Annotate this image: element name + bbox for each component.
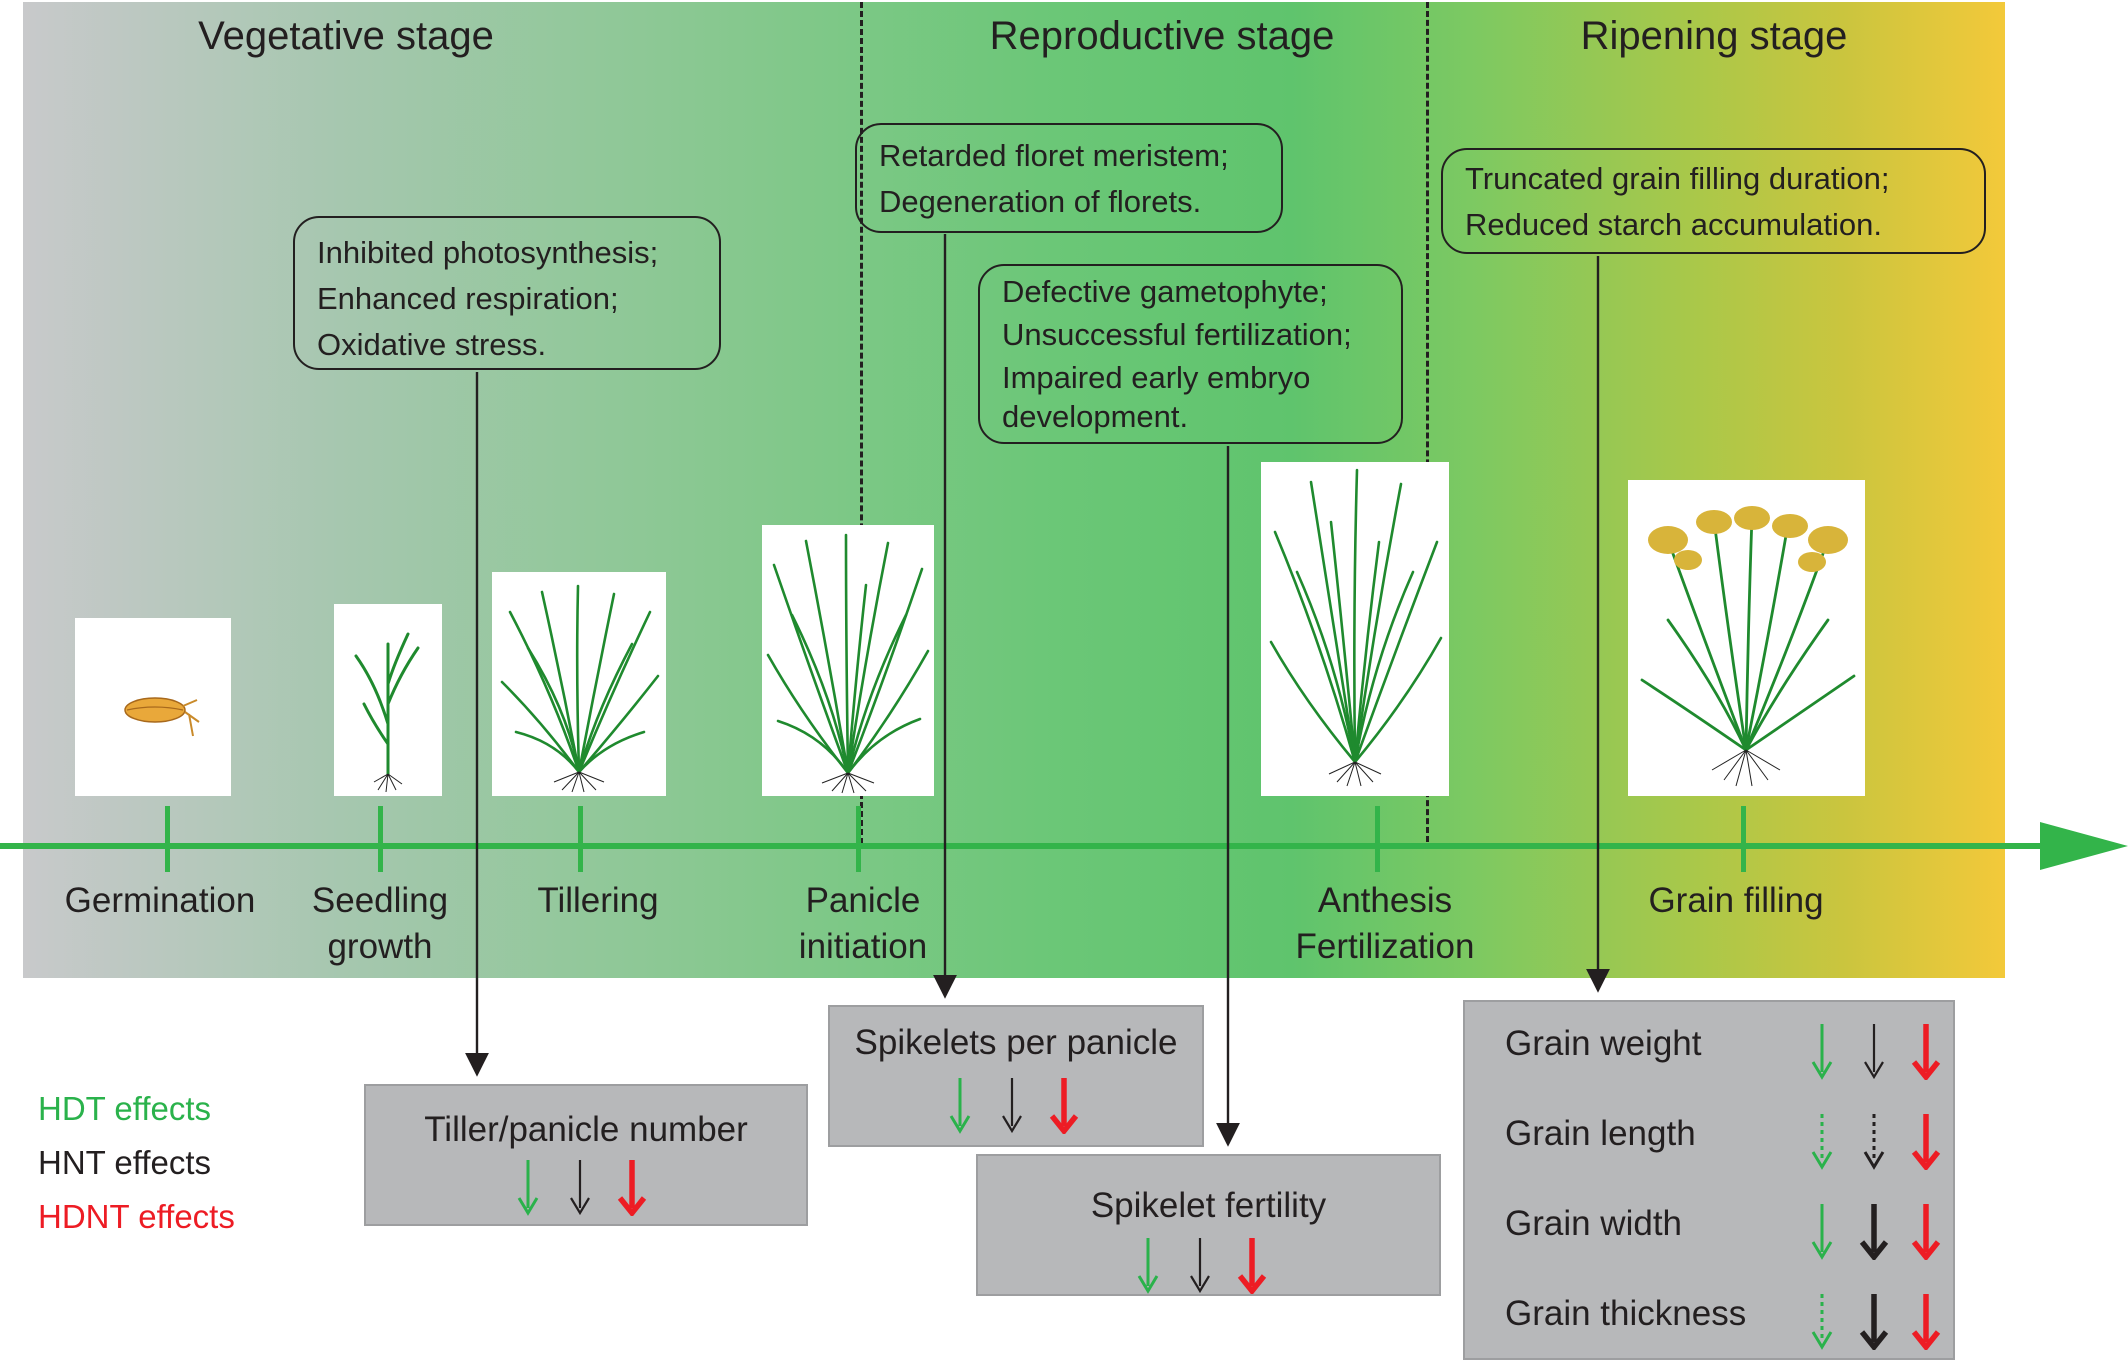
hnt-down-arrow-icon xyxy=(1859,1204,1889,1260)
reproductive-ripening-divider xyxy=(1426,2,1429,842)
tillering-tick xyxy=(578,806,583,872)
legend-hnt-label: HNT effects xyxy=(38,1144,212,1181)
legend-hdnt: HDNT effects xyxy=(38,1198,235,1236)
hnt-down-arrow-icon xyxy=(1190,1238,1210,1294)
hdnt-down-arrow-icon xyxy=(1911,1024,1941,1080)
effect-line: Inhibited photosynthesis; xyxy=(317,235,659,270)
hdt-down-arrow-icon xyxy=(1811,1294,1833,1350)
stage-label-line: Anthesis xyxy=(1317,881,1453,920)
anthesis-tick xyxy=(1375,806,1380,872)
seedling-image xyxy=(334,604,442,796)
tiller-effect-arrows xyxy=(513,1158,647,1216)
hdt-down-arrow-icon xyxy=(1811,1204,1833,1260)
stage-label-anthesis: Anthesis Fertilization xyxy=(1296,878,1475,970)
hdt-down-arrow-icon xyxy=(1137,1238,1159,1294)
gametophyte-effects-box: Defective gametophyte; Unsuccessful fert… xyxy=(978,264,1403,444)
stage-label-line: Fertilization xyxy=(1295,927,1475,966)
effect-line: Degeneration of florets. xyxy=(879,184,1202,219)
vegetative-effects-box: Inhibited photosynthesis; Enhanced respi… xyxy=(293,216,721,370)
grain-width-label: Grain width xyxy=(1505,1204,1683,1243)
effect-line: Oxidative stress. xyxy=(317,327,547,362)
anthesis-plant-image xyxy=(1261,462,1449,796)
effect-line: Retarded floret meristem; xyxy=(879,138,1229,173)
hdnt-down-arrow-icon xyxy=(1911,1114,1941,1170)
legend-hdt: HDT effects xyxy=(38,1090,211,1128)
grain-weight-effect-arrows xyxy=(1807,1022,1941,1080)
effect-line: Impaired early embryo xyxy=(1002,360,1311,395)
grain-width-effect-arrows xyxy=(1807,1202,1941,1260)
grain-thickness-label: Grain thickness xyxy=(1505,1294,1747,1333)
spikelets-effect-arrows xyxy=(945,1076,1079,1134)
tillering-plant-image xyxy=(492,572,666,796)
hdt-down-arrow-icon xyxy=(949,1078,971,1134)
grain-length-effect-arrows xyxy=(1807,1112,1941,1170)
hnt-down-arrow-icon xyxy=(1864,1024,1884,1080)
stage-label-line: Germination xyxy=(64,881,256,920)
effect-line: development. xyxy=(1002,399,1189,434)
seedling-tick xyxy=(378,806,383,872)
stage-label-line: Panicle xyxy=(805,881,921,920)
hdt-down-arrow-icon xyxy=(1811,1114,1833,1170)
spikelets-result-title: Spikelets per panicle xyxy=(854,1023,1178,1062)
vegetative-stage-title: Vegetative stage xyxy=(198,14,494,58)
effect-line: Reduced starch accumulation. xyxy=(1465,207,1883,242)
fertility-result-title: Spikelet fertility xyxy=(1090,1186,1327,1225)
hdnt-down-arrow-icon xyxy=(617,1160,647,1216)
stage-label-germination: Germination xyxy=(65,878,256,924)
hdnt-down-arrow-icon xyxy=(1049,1078,1079,1134)
timeline-arrowhead xyxy=(2040,822,2128,870)
effect-line: Defective gametophyte; xyxy=(1002,274,1328,309)
grain-weight-label: Grain weight xyxy=(1505,1024,1702,1063)
hdt-down-arrow-icon xyxy=(517,1160,539,1216)
stage-label-line: Grain filling xyxy=(1648,881,1824,920)
effect-line: Unsuccessful fertilization; xyxy=(1002,317,1352,352)
panicle-initiation-tick xyxy=(856,806,861,872)
hdnt-down-arrow-icon xyxy=(1911,1294,1941,1350)
stage-label-grain-filling: Grain filling xyxy=(1648,878,1823,924)
grain-filling-effects-box: Truncated grain filling duration; Reduce… xyxy=(1441,148,1986,254)
legend-hnt: HNT effects xyxy=(38,1144,211,1182)
hdt-down-arrow-icon xyxy=(1811,1024,1833,1080)
vegetative-reproductive-divider xyxy=(860,2,863,844)
hnt-down-arrow-icon xyxy=(1859,1294,1889,1350)
fertility-effect-arrows xyxy=(1133,1236,1267,1294)
grain-filling-plant-image xyxy=(1628,480,1865,796)
stage-label-line: Tillering xyxy=(537,881,659,920)
stage-label-seedling: Seedling growth xyxy=(312,878,448,970)
stage-label-tillering: Tillering xyxy=(537,878,658,924)
hnt-down-arrow-icon xyxy=(1002,1078,1022,1134)
floret-effects-box: Retarded floret meristem; Degeneration o… xyxy=(855,123,1283,233)
hdnt-down-arrow-icon xyxy=(1911,1204,1941,1260)
effect-line: Truncated grain filling duration; xyxy=(1465,161,1890,196)
fertility-result-box: Spikelet fertility xyxy=(976,1154,1441,1296)
legend-hdnt-label: HDNT effects xyxy=(38,1198,235,1235)
tiller-result-title: Tiller/panicle number xyxy=(424,1110,748,1149)
stage-label-line: Seedling xyxy=(311,881,449,920)
hnt-down-arrow-icon xyxy=(570,1160,590,1216)
effect-line: Enhanced respiration; xyxy=(317,281,619,316)
grain-length-label: Grain length xyxy=(1505,1114,1696,1153)
germination-tick xyxy=(165,806,170,872)
grain-filling-tick xyxy=(1741,806,1746,872)
hdnt-down-arrow-icon xyxy=(1237,1238,1267,1294)
stage-label-panicle-initiation: Panicle initiation xyxy=(799,878,927,970)
reproductive-stage-title: Reproductive stage xyxy=(989,14,1335,58)
grain-thickness-effect-arrows xyxy=(1807,1292,1941,1350)
panicle-initiation-plant-image xyxy=(762,525,934,796)
ripening-stage-title: Ripening stage xyxy=(1580,14,1848,58)
hnt-down-arrow-icon xyxy=(1863,1114,1885,1170)
legend-hdt-label: HDT effects xyxy=(38,1090,212,1127)
stage-label-line: initiation xyxy=(798,927,928,966)
germinating-seed-image xyxy=(75,618,231,796)
stage-label-line: growth xyxy=(327,927,433,966)
